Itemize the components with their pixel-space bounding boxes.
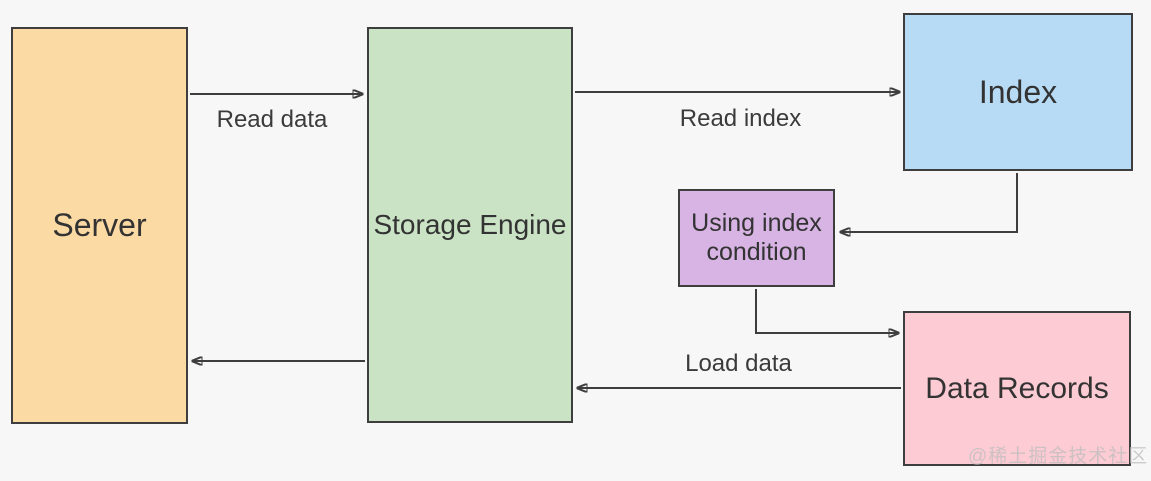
watermark-text: @稀土掘金技术社区 — [968, 446, 1149, 467]
edge-label-read-index: Read index — [679, 105, 802, 132]
node-data-records-label: Data Records — [925, 371, 1109, 405]
node-storage-engine-label: Storage Engine — [373, 209, 567, 240]
node-using-index-condition-label: Using index condition — [691, 208, 822, 267]
node-storage-engine: Storage Engine — [367, 27, 573, 423]
edge-index-to-condition-arrow — [841, 173, 1018, 232]
node-index-label: Index — [978, 73, 1058, 110]
edge-label-read-data: Read data — [216, 106, 328, 133]
node-server: Server — [11, 27, 188, 424]
node-using-index-condition: Using index condition — [678, 189, 835, 287]
node-server-label: Server — [52, 207, 147, 243]
edge-condition-to-records-arrow — [755, 289, 898, 333]
node-data-records: Data Records — [903, 311, 1131, 466]
node-index: Index — [903, 13, 1133, 171]
edge-label-load-data: Load data — [685, 350, 792, 377]
